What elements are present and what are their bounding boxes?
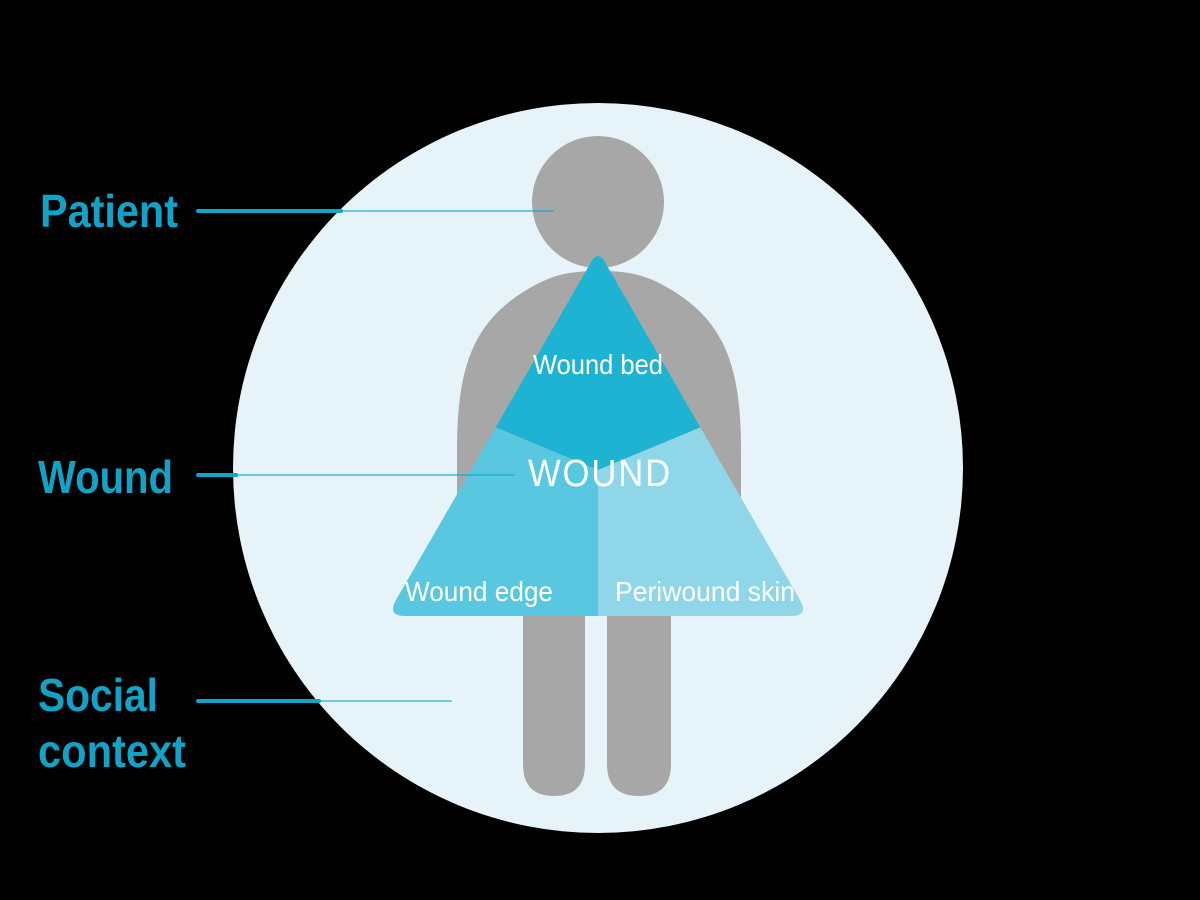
wound-edge-label: Wound edge	[405, 576, 553, 607]
social-context-label-line1: Social	[38, 669, 158, 721]
wound-center-label: WOUND	[528, 453, 672, 495]
periwound-skin-label: Periwound skin	[615, 576, 795, 607]
person-right-leg	[607, 598, 671, 796]
wound-bed-region	[478, 256, 718, 470]
patient-label: Patient	[40, 185, 178, 237]
wound-bed-label: Wound bed	[533, 349, 663, 380]
wound-label: Wound	[38, 451, 173, 503]
social-context-label-line2: context	[38, 725, 186, 777]
leader-lines	[196, 209, 554, 703]
person-left-leg	[523, 598, 585, 796]
person-head	[532, 136, 664, 268]
